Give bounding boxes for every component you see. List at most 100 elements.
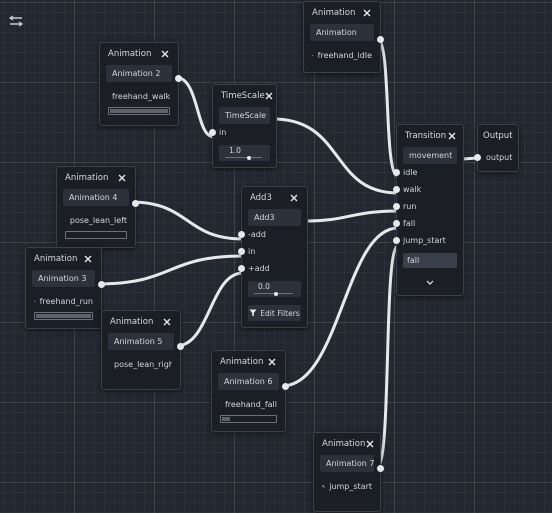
node-header[interactable]: Add3 (242, 187, 307, 209)
input-port[interactable] (393, 220, 400, 227)
output-port[interactable] (98, 280, 105, 288)
input-port[interactable] (474, 154, 481, 161)
expand-button[interactable] (397, 271, 463, 285)
slider-track (254, 293, 293, 294)
node-header[interactable]: Animation (26, 248, 101, 270)
animation-selector[interactable]: jump_start (322, 478, 372, 494)
node-header[interactable]: Animation (102, 311, 180, 333)
output-port[interactable] (282, 382, 289, 390)
animation-node-fall[interactable]: Animation Animation 6 freehand_fall (211, 350, 289, 432)
transition-node[interactable]: Transition movement idle walk run fall j… (393, 124, 464, 296)
input-port[interactable] (238, 231, 245, 238)
output-port[interactable] (175, 74, 182, 82)
current-state-dropdown[interactable]: fall (403, 253, 457, 268)
node-header[interactable]: Animation (212, 351, 285, 373)
node-name-field[interactable]: Animation 4 (63, 189, 129, 206)
slider-grabber[interactable] (274, 292, 278, 296)
add3-node[interactable]: Add3 Add3 -add in +add 0.0 Edit Filters (238, 186, 308, 328)
slider-track (225, 157, 262, 158)
node-header[interactable]: Animation (314, 433, 380, 455)
input-port-label: idle (403, 168, 418, 177)
input-port[interactable] (238, 248, 245, 255)
close-node-button[interactable] (446, 129, 457, 143)
node-name-field[interactable]: movement (403, 147, 457, 164)
input-port-row: +add (238, 260, 307, 277)
node-header[interactable]: Animation (100, 43, 178, 65)
node-name-field[interactable]: Animation 3 (32, 270, 95, 287)
animation-node-run[interactable]: Animation Animation 3 freehand_run (25, 247, 105, 329)
close-icon (268, 358, 276, 366)
node-name-field[interactable]: Animation 7 (320, 455, 374, 472)
close-node-button[interactable] (81, 252, 95, 266)
close-icon (363, 9, 371, 17)
input-port[interactable] (238, 265, 245, 272)
node-title: Animation (220, 357, 264, 367)
add-amount-slider[interactable]: 0.0 (248, 281, 301, 297)
close-icon (163, 318, 171, 326)
animation-name: freehand_run (39, 296, 93, 306)
animation-selector[interactable]: freehand_walk (108, 88, 170, 104)
node-name-field[interactable]: Animation 2 (106, 65, 172, 82)
animation-icon (220, 403, 221, 405)
input-port[interactable] (393, 186, 400, 193)
node-name-field[interactable]: TimeScale (219, 107, 270, 124)
input-port-row: idle (393, 164, 463, 181)
animation-node-idle[interactable]: Animation Animation freehand_idle (303, 1, 384, 73)
output-port[interactable] (377, 464, 384, 472)
animation-node-lean-left[interactable]: Animation Animation 4 pose_lean_left (56, 166, 139, 248)
node-header[interactable]: Animation (57, 167, 135, 189)
close-node-button[interactable] (287, 191, 301, 205)
node-title: Animation (65, 173, 109, 183)
output-port[interactable] (132, 199, 139, 207)
input-port-label: output (486, 153, 513, 162)
scale-slider[interactable]: 1.0 (219, 145, 270, 161)
close-icon (161, 50, 169, 58)
output-port[interactable] (377, 35, 384, 43)
node-header[interactable]: Output (478, 125, 518, 147)
node-header[interactable]: TimeScale (213, 85, 276, 107)
input-port[interactable] (209, 129, 216, 136)
animation-name: freehand_walk (112, 91, 170, 101)
slider-grabber[interactable] (247, 156, 251, 160)
scale-value: 1.0 (229, 146, 241, 155)
input-port-row: in (238, 243, 307, 260)
close-node-button[interactable] (360, 6, 374, 20)
animation-selector[interactable]: pose_lean_right (110, 356, 172, 372)
connection-animation3-add3 (95, 254, 245, 286)
node-name-field[interactable]: Animation 5 (108, 333, 174, 350)
node-header[interactable]: Animation (304, 2, 380, 24)
node-name-field[interactable]: Animation (310, 24, 374, 41)
animation-node-jump[interactable]: Animation Animation 7 jump_start (313, 432, 384, 512)
node-name-field[interactable]: Animation 6 (218, 373, 279, 390)
chevron-down-icon (426, 280, 434, 285)
input-port[interactable] (393, 169, 400, 176)
animation-node-walk[interactable]: Animation Animation 2 freehand_walk (99, 42, 182, 126)
timescale-node[interactable]: TimeScale TimeScale in 1.0 (209, 84, 277, 168)
playback-progress (34, 312, 93, 320)
input-port-label: -add (248, 230, 266, 239)
input-port[interactable] (393, 237, 400, 244)
connection-animation5-add3 (174, 271, 245, 348)
close-node-button[interactable] (265, 355, 279, 369)
close-node-button[interactable] (265, 89, 273, 103)
input-port-label: in (248, 247, 256, 256)
node-header[interactable]: Transition (397, 125, 463, 147)
input-port[interactable] (393, 203, 400, 210)
close-node-button[interactable] (365, 437, 374, 451)
input-port-label: fall (403, 219, 416, 228)
graph-toggle-button[interactable] (5, 10, 27, 32)
animation-selector[interactable]: pose_lean_left (65, 212, 127, 228)
close-node-button[interactable] (160, 315, 174, 329)
animation-selector[interactable]: freehand_run (34, 293, 93, 309)
node-name-field[interactable]: Add3 (248, 209, 301, 226)
edit-filters-button[interactable]: Edit Filters (248, 305, 301, 321)
close-node-button[interactable] (158, 47, 172, 61)
animation-icon (34, 300, 36, 302)
animation-selector[interactable]: freehand_idle (312, 47, 372, 63)
output-port[interactable] (177, 342, 184, 350)
output-node[interactable]: Output output (474, 124, 519, 172)
animation-node-lean-right[interactable]: Animation Animation 5 pose_lean_right (101, 310, 184, 390)
input-port-label: jump_start (403, 236, 446, 245)
animation-selector[interactable]: freehand_fall (220, 396, 277, 412)
close-node-button[interactable] (115, 171, 129, 185)
